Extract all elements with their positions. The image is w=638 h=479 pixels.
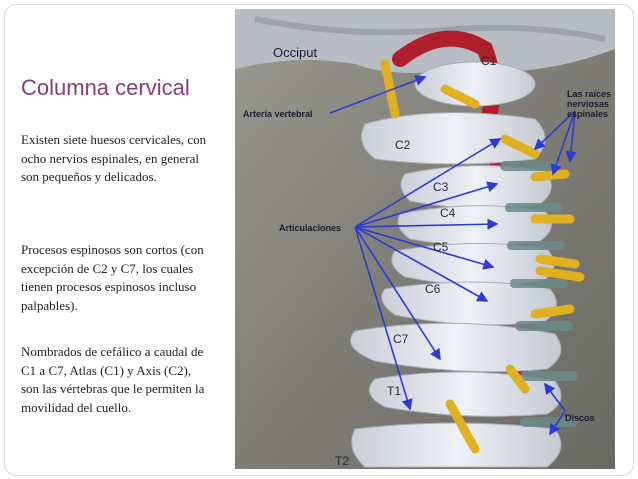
cervical-spine-photo: Occiput Arteria vertebral Las raíces ner…	[235, 9, 615, 469]
label-t1: T1	[387, 384, 401, 398]
label-raices-2: nerviosas	[567, 99, 609, 109]
slide: Columna cervical Existen siete huesos ce…	[4, 4, 634, 476]
label-raices-3: espinales	[567, 109, 608, 119]
label-c4: C4	[440, 206, 456, 220]
label-occiput: Occiput	[273, 45, 317, 60]
paragraph-2: Procesos espinosos son cortos (con excep…	[21, 242, 204, 313]
paragraph-3: Nombrados de cefálico a caudal de C1 a C…	[21, 344, 205, 415]
slide-title: Columna cervical	[21, 75, 190, 100]
label-c7: C7	[393, 332, 409, 346]
label-c1: C1	[481, 54, 497, 68]
label-discos: Discos	[565, 413, 595, 423]
label-t2: T2	[335, 454, 349, 468]
label-c2: C2	[395, 138, 411, 152]
label-c3: C3	[433, 180, 449, 194]
paragraph-1: Existen siete huesos cervicales, con och…	[21, 132, 207, 184]
label-articulaciones: Articulaciones	[279, 223, 341, 233]
label-c6: C6	[425, 282, 441, 296]
label-raices-1: Las raíces	[567, 89, 611, 99]
label-c5: C5	[433, 240, 449, 254]
label-arteria-vertebral: Arteria vertebral	[243, 109, 313, 119]
